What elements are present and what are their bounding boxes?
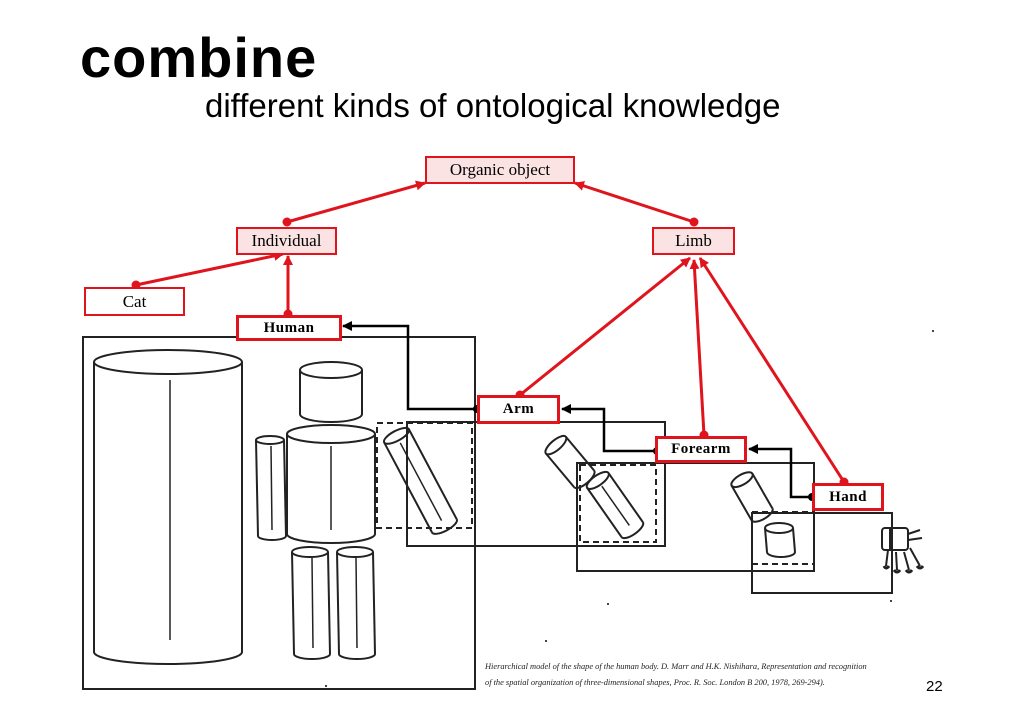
node-limb: Limb [652, 227, 735, 255]
caption-line-2: of the spatial organization of three-dim… [485, 678, 825, 687]
link-limb-organic [574, 181, 695, 224]
whole-body-cylinder [93, 349, 243, 665]
head-cylinder [299, 361, 363, 423]
forearm-dashed-region [579, 464, 657, 543]
left-arm-cylinder [255, 435, 287, 541]
link-arm-human [342, 321, 477, 411]
figure-caption: Hierarchical model of the shape of the h… [485, 659, 955, 691]
link-forearm-arm [561, 404, 657, 453]
node-human: Human [236, 315, 342, 341]
upper-arm-cylinder [544, 434, 596, 490]
slide-title: combine [80, 26, 318, 89]
forearm-cylinder [730, 471, 774, 523]
node-forearm: Forearm [655, 436, 747, 463]
hand-dashed-region [751, 511, 815, 565]
node-organic-object: Organic object [425, 156, 575, 184]
node-hand: Hand [812, 483, 884, 511]
left-thigh-cylinder [291, 546, 331, 660]
caption-line-1: Hierarchical model of the shape of the h… [485, 662, 867, 671]
link-hand-forearm [748, 444, 812, 499]
link-forearm-limb [689, 259, 706, 436]
node-arm: Arm [477, 395, 560, 424]
link-individual-organic [286, 180, 426, 224]
right-thigh-cylinder [336, 546, 376, 660]
right-arm-cylinder [382, 426, 458, 535]
node-individual: Individual [236, 227, 337, 255]
forearm-model-frame [576, 462, 815, 572]
slide-subtitle: different kinds of ontological knowledge [205, 87, 781, 124]
page-number: 22 [926, 678, 943, 695]
link-hand-limb [698, 257, 846, 483]
wrist-cylinder [764, 522, 796, 558]
hand-sketch [881, 527, 925, 574]
node-cat: Cat [84, 287, 185, 316]
torso-cylinder [286, 424, 376, 544]
hand-model-frame [751, 512, 893, 594]
link-cat-individual [135, 250, 284, 287]
lower-arm-cylinder [585, 470, 645, 540]
link-arm-limb [519, 256, 691, 397]
